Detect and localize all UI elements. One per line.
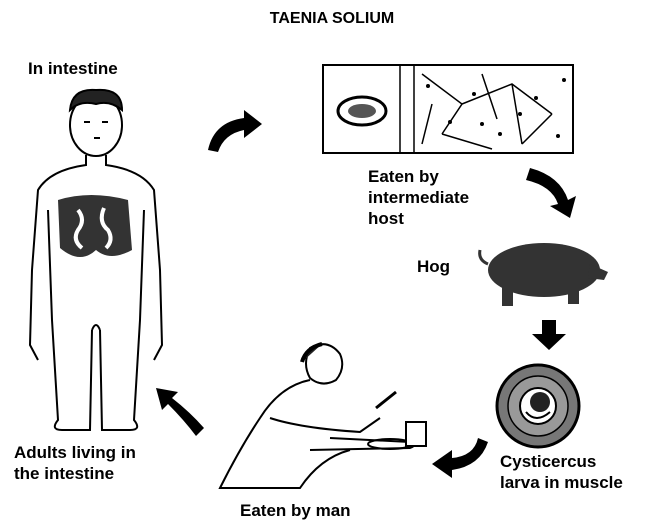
curved-arrow-icon (208, 110, 262, 152)
down-arrow-icon (526, 168, 576, 218)
curved-arrow-icon (432, 438, 488, 478)
curved-arrow-icon (156, 388, 204, 436)
down-arrow-icon (532, 320, 566, 350)
